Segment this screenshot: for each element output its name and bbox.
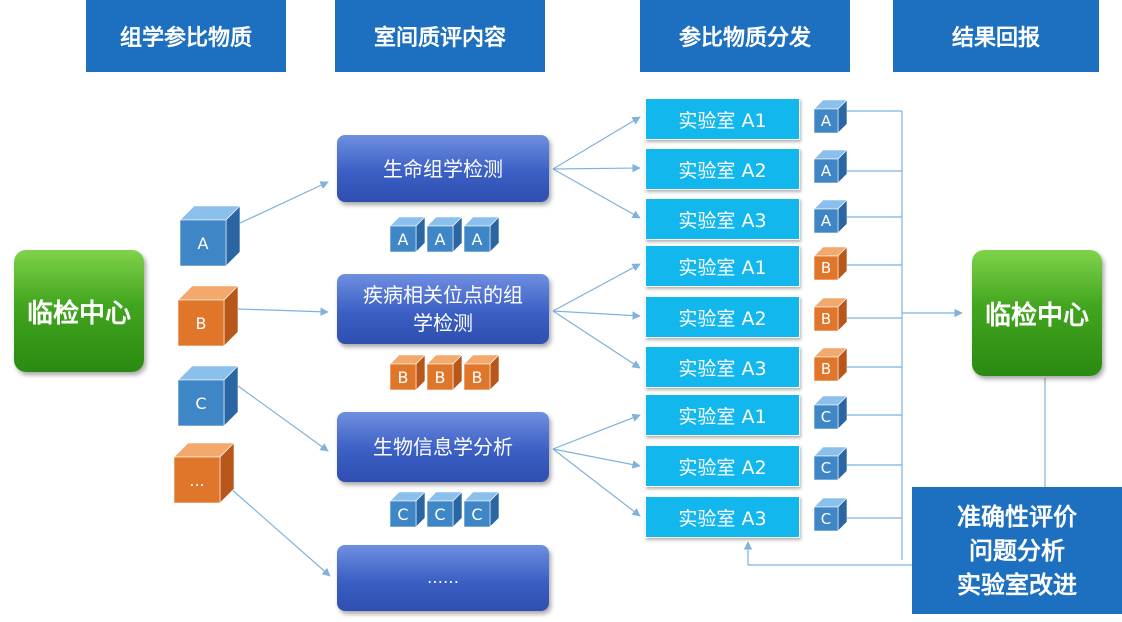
cube-label: ... bbox=[189, 470, 205, 490]
header-reference-material: 组学参比物质 bbox=[86, 0, 286, 72]
evaluation-accuracy: 准确性评价 bbox=[957, 502, 1077, 531]
category-cube-0-0: A bbox=[390, 217, 425, 252]
lab-box: 实验室 A1 bbox=[645, 245, 800, 287]
category-cube-1-0: B bbox=[390, 355, 425, 390]
center-left-node: 临检中心 bbox=[14, 250, 144, 372]
category-cube-0-1: A bbox=[427, 217, 462, 252]
material-cube-3: ... bbox=[174, 443, 234, 503]
lab-box: 实验室 A3 bbox=[645, 346, 800, 388]
lab-cube-5: B bbox=[814, 348, 847, 381]
cube-label: C bbox=[397, 504, 409, 524]
lab-cube-2: A bbox=[814, 200, 847, 233]
evaluation-box: 准确性评价 问题分析 实验室改进 bbox=[912, 487, 1122, 614]
cube-label: A bbox=[197, 233, 209, 253]
lab-cube-1: A bbox=[814, 150, 847, 183]
lab-cube-8: C bbox=[814, 498, 847, 531]
category-cube-1-1: B bbox=[427, 355, 462, 390]
category-cube-2-1: C bbox=[427, 492, 462, 527]
category-label: …… bbox=[427, 568, 459, 587]
cube-label: C bbox=[434, 504, 446, 524]
cube-label: B bbox=[820, 360, 832, 378]
lab-box: 实验室 A1 bbox=[645, 98, 800, 140]
material-cube-0: A bbox=[180, 206, 240, 266]
lab-box: 实验室 A2 bbox=[645, 148, 800, 190]
cube-label: A bbox=[820, 112, 832, 130]
evaluation-problem-analysis: 问题分析 bbox=[969, 536, 1065, 565]
cube-label: B bbox=[434, 367, 446, 387]
cube-label: B bbox=[195, 313, 207, 333]
lab-box: 实验室 A3 bbox=[645, 198, 800, 240]
lab-box: 实验室 A1 bbox=[645, 394, 800, 436]
cube-label: A bbox=[471, 229, 483, 249]
category-more: …… bbox=[337, 545, 549, 611]
material-cube-2: C bbox=[178, 366, 238, 426]
cube-label: C bbox=[820, 510, 832, 528]
category-cube-2-0: C bbox=[390, 492, 425, 527]
category-genomics-testing: 生命组学检测 bbox=[337, 135, 549, 202]
cube-label: B bbox=[397, 367, 409, 387]
lab-box: 实验室 A3 bbox=[645, 496, 800, 538]
lab-cube-6: C bbox=[814, 396, 847, 429]
header-eqa-content: 室间质评内容 bbox=[335, 0, 545, 72]
center-right-node: 临检中心 bbox=[972, 250, 1102, 376]
cube-label: C bbox=[820, 459, 832, 477]
lab-cube-3: B bbox=[814, 247, 847, 280]
cube-label: C bbox=[471, 504, 483, 524]
lab-box: 实验室 A2 bbox=[645, 445, 800, 487]
material-cube-1: B bbox=[178, 286, 238, 346]
category-disease-locus-testing: 疾病相关位点的组学检测 bbox=[337, 274, 549, 344]
cube-label: A bbox=[820, 212, 832, 230]
cube-label: A bbox=[397, 229, 409, 249]
category-cube-2-2: C bbox=[464, 492, 499, 527]
category-label-line2: 学检测 bbox=[413, 311, 473, 335]
cube-label: A bbox=[820, 162, 832, 180]
category-label: 疾病相关位点的组 bbox=[363, 283, 523, 307]
cube-label: B bbox=[820, 259, 832, 277]
cube-label: C bbox=[820, 408, 832, 426]
cube-label: C bbox=[195, 393, 207, 413]
category-label: 生物信息学分析 bbox=[373, 435, 513, 459]
cube-label: B bbox=[471, 367, 483, 387]
lab-cube-0: A bbox=[814, 100, 847, 133]
category-cube-1-2: B bbox=[464, 355, 499, 390]
header-result-report: 结果回报 bbox=[893, 0, 1099, 72]
category-bioinformatics: 生物信息学分析 bbox=[337, 412, 549, 482]
category-label: 生命组学检测 bbox=[383, 156, 503, 181]
header-material-distribution: 参比物质分发 bbox=[640, 0, 850, 72]
lab-cube-7: C bbox=[814, 447, 847, 480]
cube-label: B bbox=[820, 310, 832, 328]
cube-label: A bbox=[434, 229, 446, 249]
category-cube-0-2: A bbox=[464, 217, 499, 252]
lab-box: 实验室 A2 bbox=[645, 296, 800, 338]
lab-cube-4: B bbox=[814, 298, 847, 331]
evaluation-lab-improvement: 实验室改进 bbox=[957, 570, 1077, 599]
